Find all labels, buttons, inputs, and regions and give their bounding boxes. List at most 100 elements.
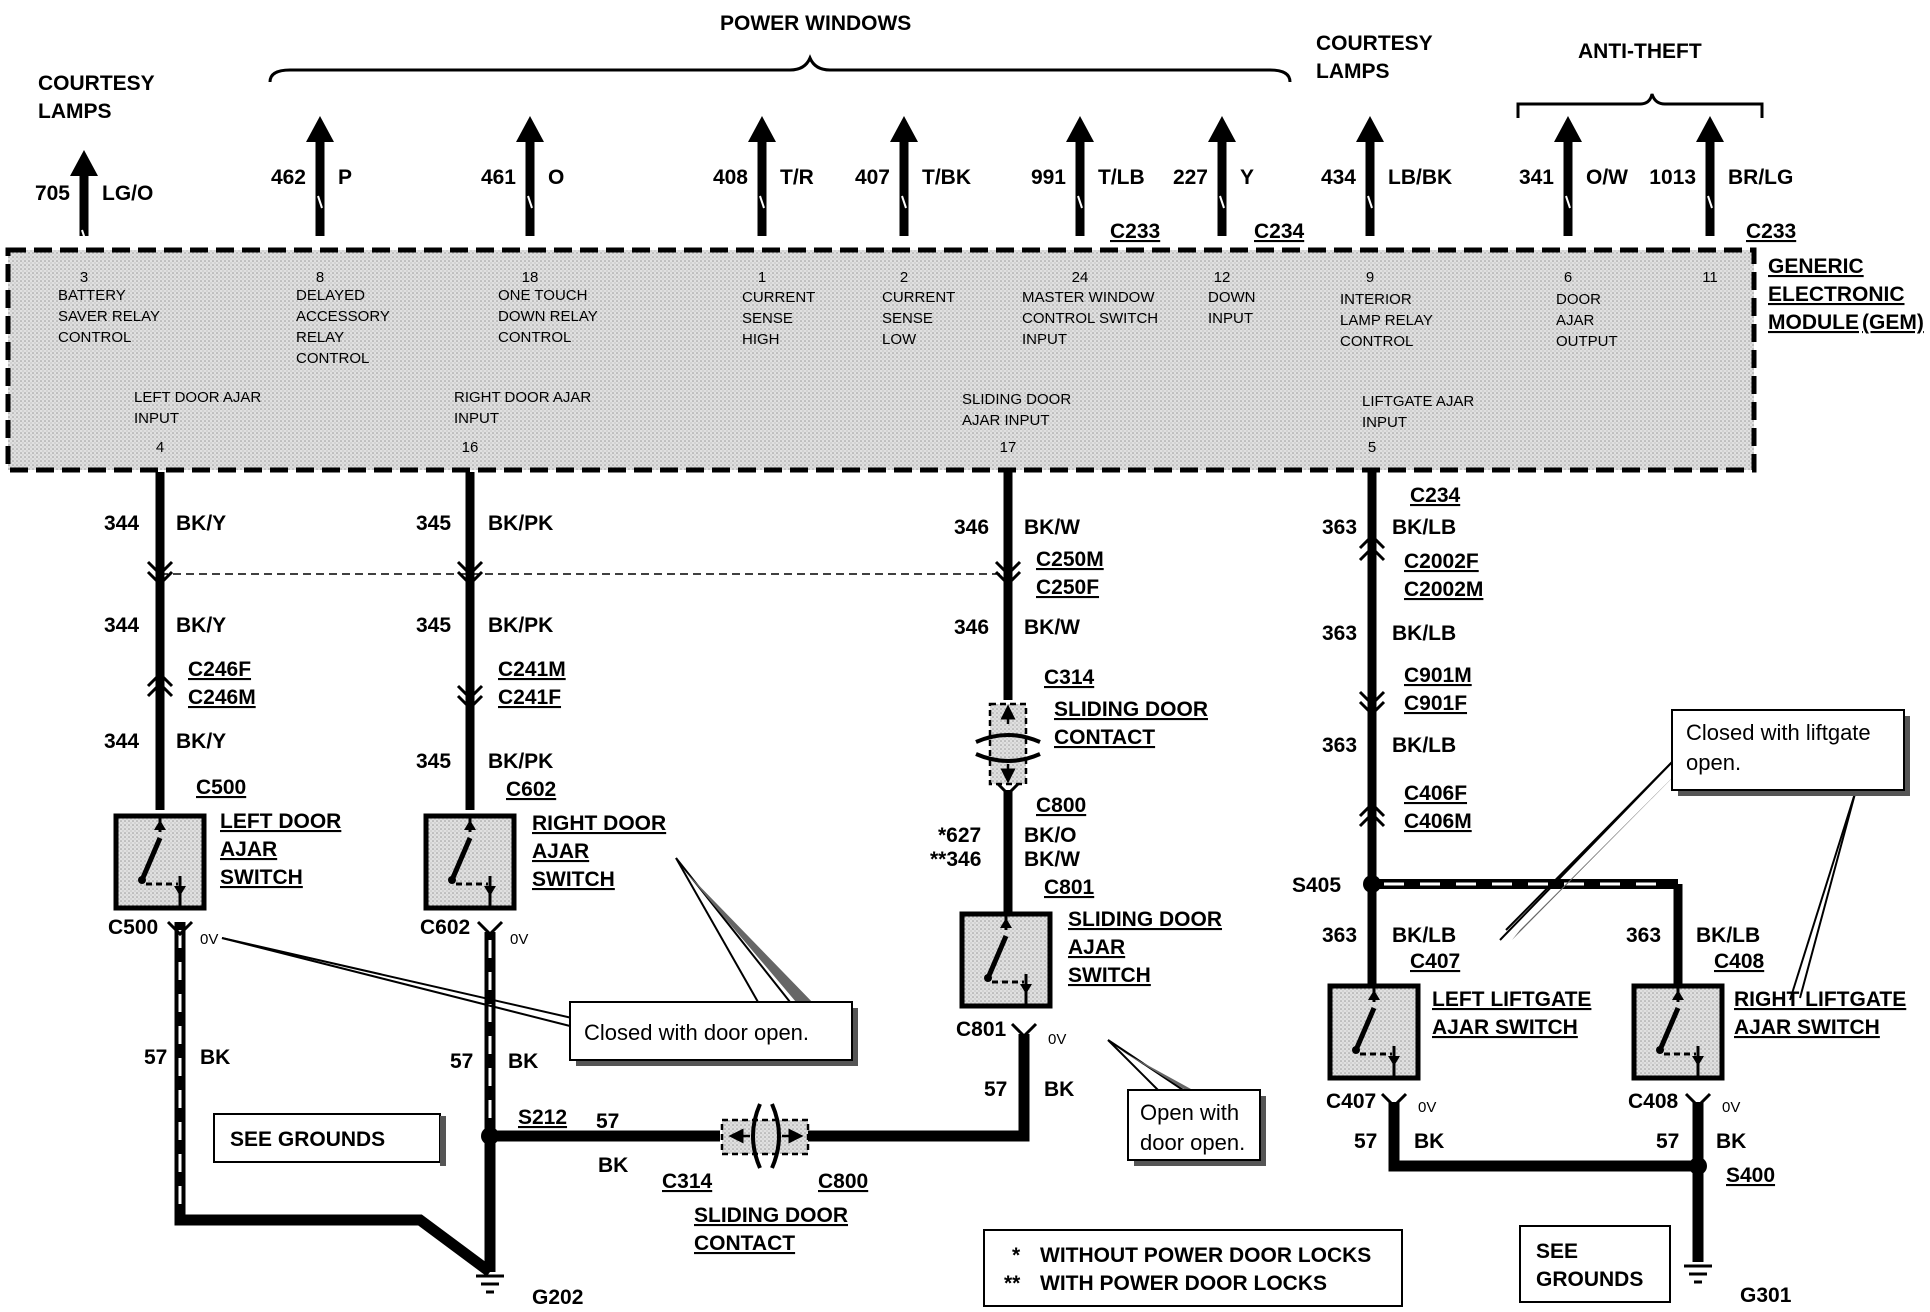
ground-symbol-g301 — [1684, 1264, 1712, 1284]
wire-363-c: 363 — [1322, 734, 1357, 757]
wire-color-345-a: BK/PK — [488, 512, 553, 535]
wire-363-d: 363 — [1322, 924, 1357, 947]
connector-c408-bottom: C408 — [1628, 1090, 1679, 1113]
gem-pin-6: 6 — [1564, 269, 1572, 286]
right-liftgate-switch-label-1: RIGHT LIFTGATE — [1734, 988, 1906, 1011]
gem-pin-5: 5 — [1368, 439, 1376, 456]
connector-c801-top: C801 — [1044, 876, 1095, 899]
circuit-407-arrow — [890, 116, 918, 236]
wire-345-a: 345 — [416, 512, 451, 535]
wire-color-344-a: BK/Y — [176, 512, 226, 535]
connector-c901m: C901M — [1404, 664, 1472, 687]
legend-text-1: WITHOUT POWER DOOR LOCKS — [1040, 1244, 1371, 1267]
connector-c800-top: C800 — [1036, 794, 1086, 817]
ground-g301: G301 — [1740, 1284, 1792, 1307]
circuit-color-341: O/W — [1586, 166, 1628, 189]
gem-module-box — [5, 247, 1757, 473]
connector-c241f: C241F — [498, 686, 561, 709]
gem-pin-desc-2-1: SENSE — [882, 310, 933, 327]
circuit-434-arrow — [1356, 116, 1384, 236]
gem-pin-17: 17 — [1000, 439, 1017, 456]
sliding-door-ajar-switch — [959, 911, 1053, 1009]
see-grounds-right-2: GROUNDS — [1536, 1268, 1643, 1291]
gem-pin-desc-1-2: HIGH — [742, 331, 780, 348]
wire-color-346-alt: BK/W — [1024, 848, 1080, 871]
gem-pin-desc-3-0: BATTERY — [58, 287, 126, 304]
right-liftgate-switch-label-2: AJAR SWITCH — [1734, 1016, 1880, 1039]
right-door-switch-label-3: SWITCH — [532, 868, 615, 891]
circuit-991-arrow — [1066, 116, 1094, 236]
circuit-227-arrow — [1208, 116, 1236, 236]
gem-label-3b: (GEM) — [1862, 311, 1924, 334]
power-windows-brace — [268, 54, 1292, 83]
callout-open-door-text-2: door open. — [1140, 1130, 1245, 1155]
gem-pin-16: 16 — [462, 439, 479, 456]
gem-pin-desc-6-1: AJAR — [1556, 312, 1595, 329]
gem-pin-desc-24-1: CONTROL SWITCH — [1022, 310, 1158, 327]
connector-c241m: C241M — [498, 658, 566, 681]
left-liftgate-switch-label-2: AJAR SWITCH — [1432, 1016, 1578, 1039]
courtesy-lamps-left-heading-1: COURTESY — [38, 72, 155, 95]
circuit-number-705: 705 — [35, 182, 70, 205]
wire-363-b: 363 — [1322, 622, 1357, 645]
gem-input-desc-4-1: INPUT — [134, 410, 179, 427]
gem-pin-desc-1-0: CURRENT — [742, 289, 815, 306]
wire-363-e: 363 — [1626, 924, 1661, 947]
circuit-color-462: P — [338, 166, 352, 189]
callout-liftgate: Closed with liftgate open. — [1499, 709, 1910, 1001]
connector-c800-bottom: C800 — [818, 1170, 868, 1193]
switch-bottom-forks — [166, 920, 1712, 1109]
gem-pin-desc-6-0: DOOR — [1556, 291, 1601, 308]
callout-liftgate-text-1: Closed with liftgate — [1686, 720, 1871, 745]
gem-pin-desc-24-0: MASTER WINDOW — [1022, 289, 1155, 306]
gem-pin-desc-9-2: CONTROL — [1340, 333, 1413, 350]
wire-color-363-e: BK/LB — [1696, 924, 1760, 947]
wire-color-346-a: BK/W — [1024, 516, 1080, 539]
connector-c233-a: C233 — [1110, 220, 1160, 243]
connector-c234-a: C234 — [1254, 220, 1305, 243]
wire-346-a: 346 — [954, 516, 989, 539]
gem-pin-desc-18-1: DOWN RELAY — [498, 308, 598, 325]
gem-pin-desc-3-2: CONTROL — [58, 329, 131, 346]
circuit-1013-arrow — [1696, 116, 1724, 236]
right-liftgate-ajar-switch — [1631, 983, 1725, 1081]
gem-pin-desc-3-1: SAVER RELAY — [58, 308, 160, 325]
gem-pin-desc-1-1: SENSE — [742, 310, 793, 327]
wire-color-345-c: BK/PK — [488, 750, 553, 773]
gem-pin-desc-8-2: RELAY — [296, 329, 344, 346]
connector-c602-top: C602 — [506, 778, 556, 801]
wire-57-right: 57 — [450, 1050, 473, 1073]
right-door-switch-label-1: RIGHT DOOR — [532, 812, 666, 835]
gem-pin-9: 9 — [1366, 269, 1374, 286]
connector-c407-top: C407 — [1410, 950, 1460, 973]
courtesy-lamps-left-heading-2: LAMPS — [38, 100, 112, 123]
connector-c250m: C250M — [1036, 548, 1104, 571]
callout-liftgate-text-2: open. — [1686, 750, 1741, 775]
ajar-switches — [113, 813, 1725, 1081]
splice-s212-label: S212 — [518, 1106, 567, 1129]
connector-c246f: C246F — [188, 658, 251, 681]
gem-pin-11: 11 — [1702, 269, 1718, 286]
legend-text-2: WITH POWER DOOR LOCKS — [1040, 1272, 1327, 1295]
sliding-door-contact-horizontal — [720, 1103, 810, 1169]
gem-input-desc-17-1: AJAR INPUT — [962, 412, 1050, 429]
see-grounds-box-right — [1519, 1225, 1671, 1303]
gem-pin-desc-2-2: LOW — [882, 331, 917, 348]
gem-pin-desc-8-3: CONTROL — [296, 350, 369, 367]
circuit-number-407: 407 — [855, 166, 890, 189]
wire-color-57-s212: BK — [598, 1154, 628, 1177]
circuit-color-408: T/R — [780, 166, 814, 189]
splice-s212 — [481, 1127, 499, 1145]
wire-57-left: 57 — [144, 1046, 167, 1069]
wire-color-363-c: BK/LB — [1392, 734, 1456, 757]
circuit-number-408: 408 — [713, 166, 748, 189]
gem-label-2: ELECTRONIC — [1768, 283, 1905, 306]
circuit-color-434: LB/BK — [1388, 166, 1452, 189]
circuit-number-1013: 1013 — [1649, 166, 1696, 189]
sliding-door-switch-label-1: SLIDING DOOR — [1068, 908, 1222, 931]
gem-input-desc-4-0: LEFT DOOR AJAR — [134, 389, 261, 406]
circuit-color-991: T/LB — [1098, 166, 1145, 189]
gem-pin-desc-8-0: DELAYED — [296, 287, 365, 304]
ground-symbol-g202 — [476, 1274, 504, 1294]
